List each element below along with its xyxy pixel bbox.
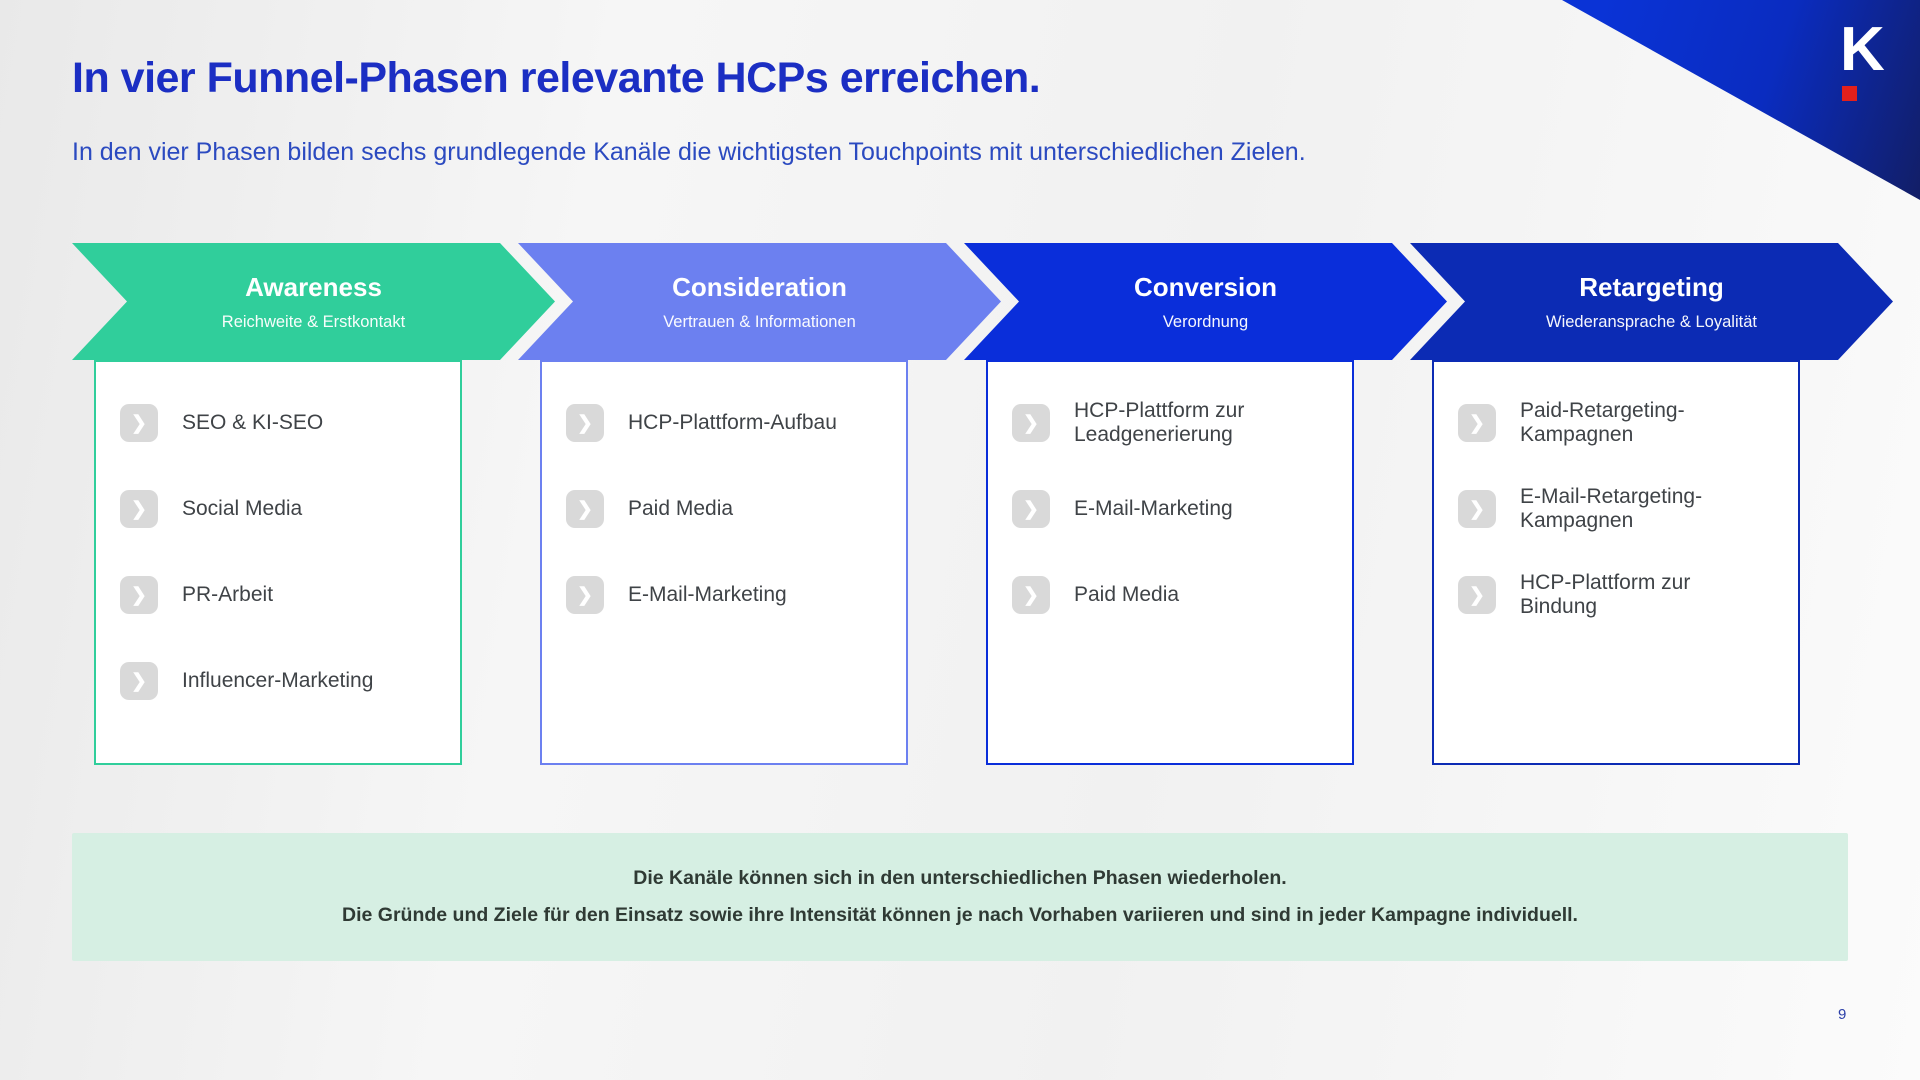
phase-arrow-consideration: Consideration Vertrauen & Informationen [518,243,1001,360]
channel-label: SEO & KI-SEO [182,410,324,434]
list-item: ❯ Paid Media [566,482,890,536]
brand-logo: K [1840,15,1892,101]
list-item: ❯ E-Mail-Marketing [1012,482,1336,536]
channel-label: Social Media [182,496,303,520]
channel-label: E-Mail-Marketing [1074,496,1233,520]
list-item: ❯ Influencer-Marketing [120,654,444,708]
page-subtitle: In den vier Phasen bilden sechs grundleg… [72,138,1306,166]
channel-box-conversion: ❯ HCP-Plattform zur Leadgenerierung ❯ E-… [986,360,1354,765]
list-item: ❯ HCP-Plattform-Aufbau [566,396,890,450]
note-banner: Die Kanäle können sich in den unterschie… [72,833,1848,961]
phase-arrow-conversion: Conversion Verordnung [964,243,1447,360]
logo-letter: K [1840,15,1885,84]
channel-label: Paid Media [628,496,734,520]
phase-column-conversion: Conversion Verordnung ❯ HCP-Plattform zu… [964,243,1410,765]
channel-box-consideration: ❯ HCP-Plattform-Aufbau ❯ Paid Media ❯ E-… [540,360,908,765]
phase-title: Consideration [672,271,847,302]
chevron-right-icon: ❯ [120,576,158,614]
chevron-right-icon: ❯ [120,404,158,442]
phase-column-retargeting: Retargeting Wiederansprache & Loyalität … [1410,243,1856,765]
channel-label: HCP-Plattform zur Bindung [1520,570,1691,618]
list-item: ❯ E-Mail-Retargeting-Kampagnen [1458,482,1782,536]
logo-red-dot-icon [1842,86,1857,101]
channel-label: E-Mail-Marketing [628,582,787,606]
phase-subtitle: Vertrauen & Informationen [663,312,856,331]
chevron-right-icon: ❯ [1458,576,1496,614]
chevron-right-icon: ❯ [1458,490,1496,528]
phase-column-awareness: Awareness Reichweite & Erstkontakt ❯ SEO… [72,243,518,765]
list-item: ❯ Paid Media [1012,568,1336,622]
chevron-right-icon: ❯ [120,490,158,528]
phase-title: Awareness [245,271,382,302]
chevron-right-icon: ❯ [566,404,604,442]
phase-subtitle: Reichweite & Erstkontakt [221,312,406,331]
list-item: ❯ Social Media [120,482,444,536]
funnel-diagram: Awareness Reichweite & Erstkontakt ❯ SEO… [72,243,1856,765]
chevron-right-icon: ❯ [1012,576,1050,614]
phase-title: Conversion [1133,271,1278,302]
note-line-1: Die Kanäle können sich in den unterschie… [633,867,1287,889]
channel-box-retargeting: ❯ Paid-Retargeting-Kampagnen ❯ E-Mail-Re… [1432,360,1800,765]
channel-label: Paid-Retargeting-Kampagnen [1520,398,1685,446]
list-item: ❯ E-Mail-Marketing [566,568,890,622]
list-item: ❯ SEO & KI-SEO [120,396,444,450]
channel-label: Paid Media [1074,582,1180,606]
phase-column-consideration: Consideration Vertrauen & Informationen … [518,243,964,765]
channel-box-awareness: ❯ SEO & KI-SEO ❯ Social Media ❯ PR-Arbei… [94,360,462,765]
chevron-right-icon: ❯ [1012,490,1050,528]
chevron-right-icon: ❯ [1012,404,1050,442]
list-item: ❯ Paid-Retargeting-Kampagnen [1458,396,1782,450]
list-item: ❯ HCP-Plattform zur Bindung [1458,568,1782,622]
phase-title: Retargeting [1579,271,1724,302]
chevron-right-icon: ❯ [120,662,158,700]
channel-label: E-Mail-Retargeting-Kampagnen [1520,484,1703,532]
list-item: ❯ HCP-Plattform zur Leadgenerierung [1012,396,1336,450]
channel-label: PR-Arbeit [182,582,274,606]
chevron-right-icon: ❯ [1458,404,1496,442]
phase-subtitle: Wiederansprache & Loyalität [1546,312,1757,331]
phase-arrow-awareness: Awareness Reichweite & Erstkontakt [72,243,555,360]
channel-label: HCP-Plattform zur Leadgenerierung [1074,398,1245,446]
channel-label: Influencer-Marketing [182,668,374,692]
page-title: In vier Funnel-Phasen relevante HCPs err… [72,54,1041,102]
list-item: ❯ PR-Arbeit [120,568,444,622]
chevron-right-icon: ❯ [566,490,604,528]
channel-label: HCP-Plattform-Aufbau [628,410,837,434]
chevron-right-icon: ❯ [566,576,604,614]
page-number: 9 [1838,1006,1847,1023]
phase-arrow-retargeting: Retargeting Wiederansprache & Loyalität [1410,243,1893,360]
note-line-2: Die Gründe und Ziele für den Einsatz sow… [342,904,1578,926]
phase-subtitle: Verordnung [1162,312,1249,331]
